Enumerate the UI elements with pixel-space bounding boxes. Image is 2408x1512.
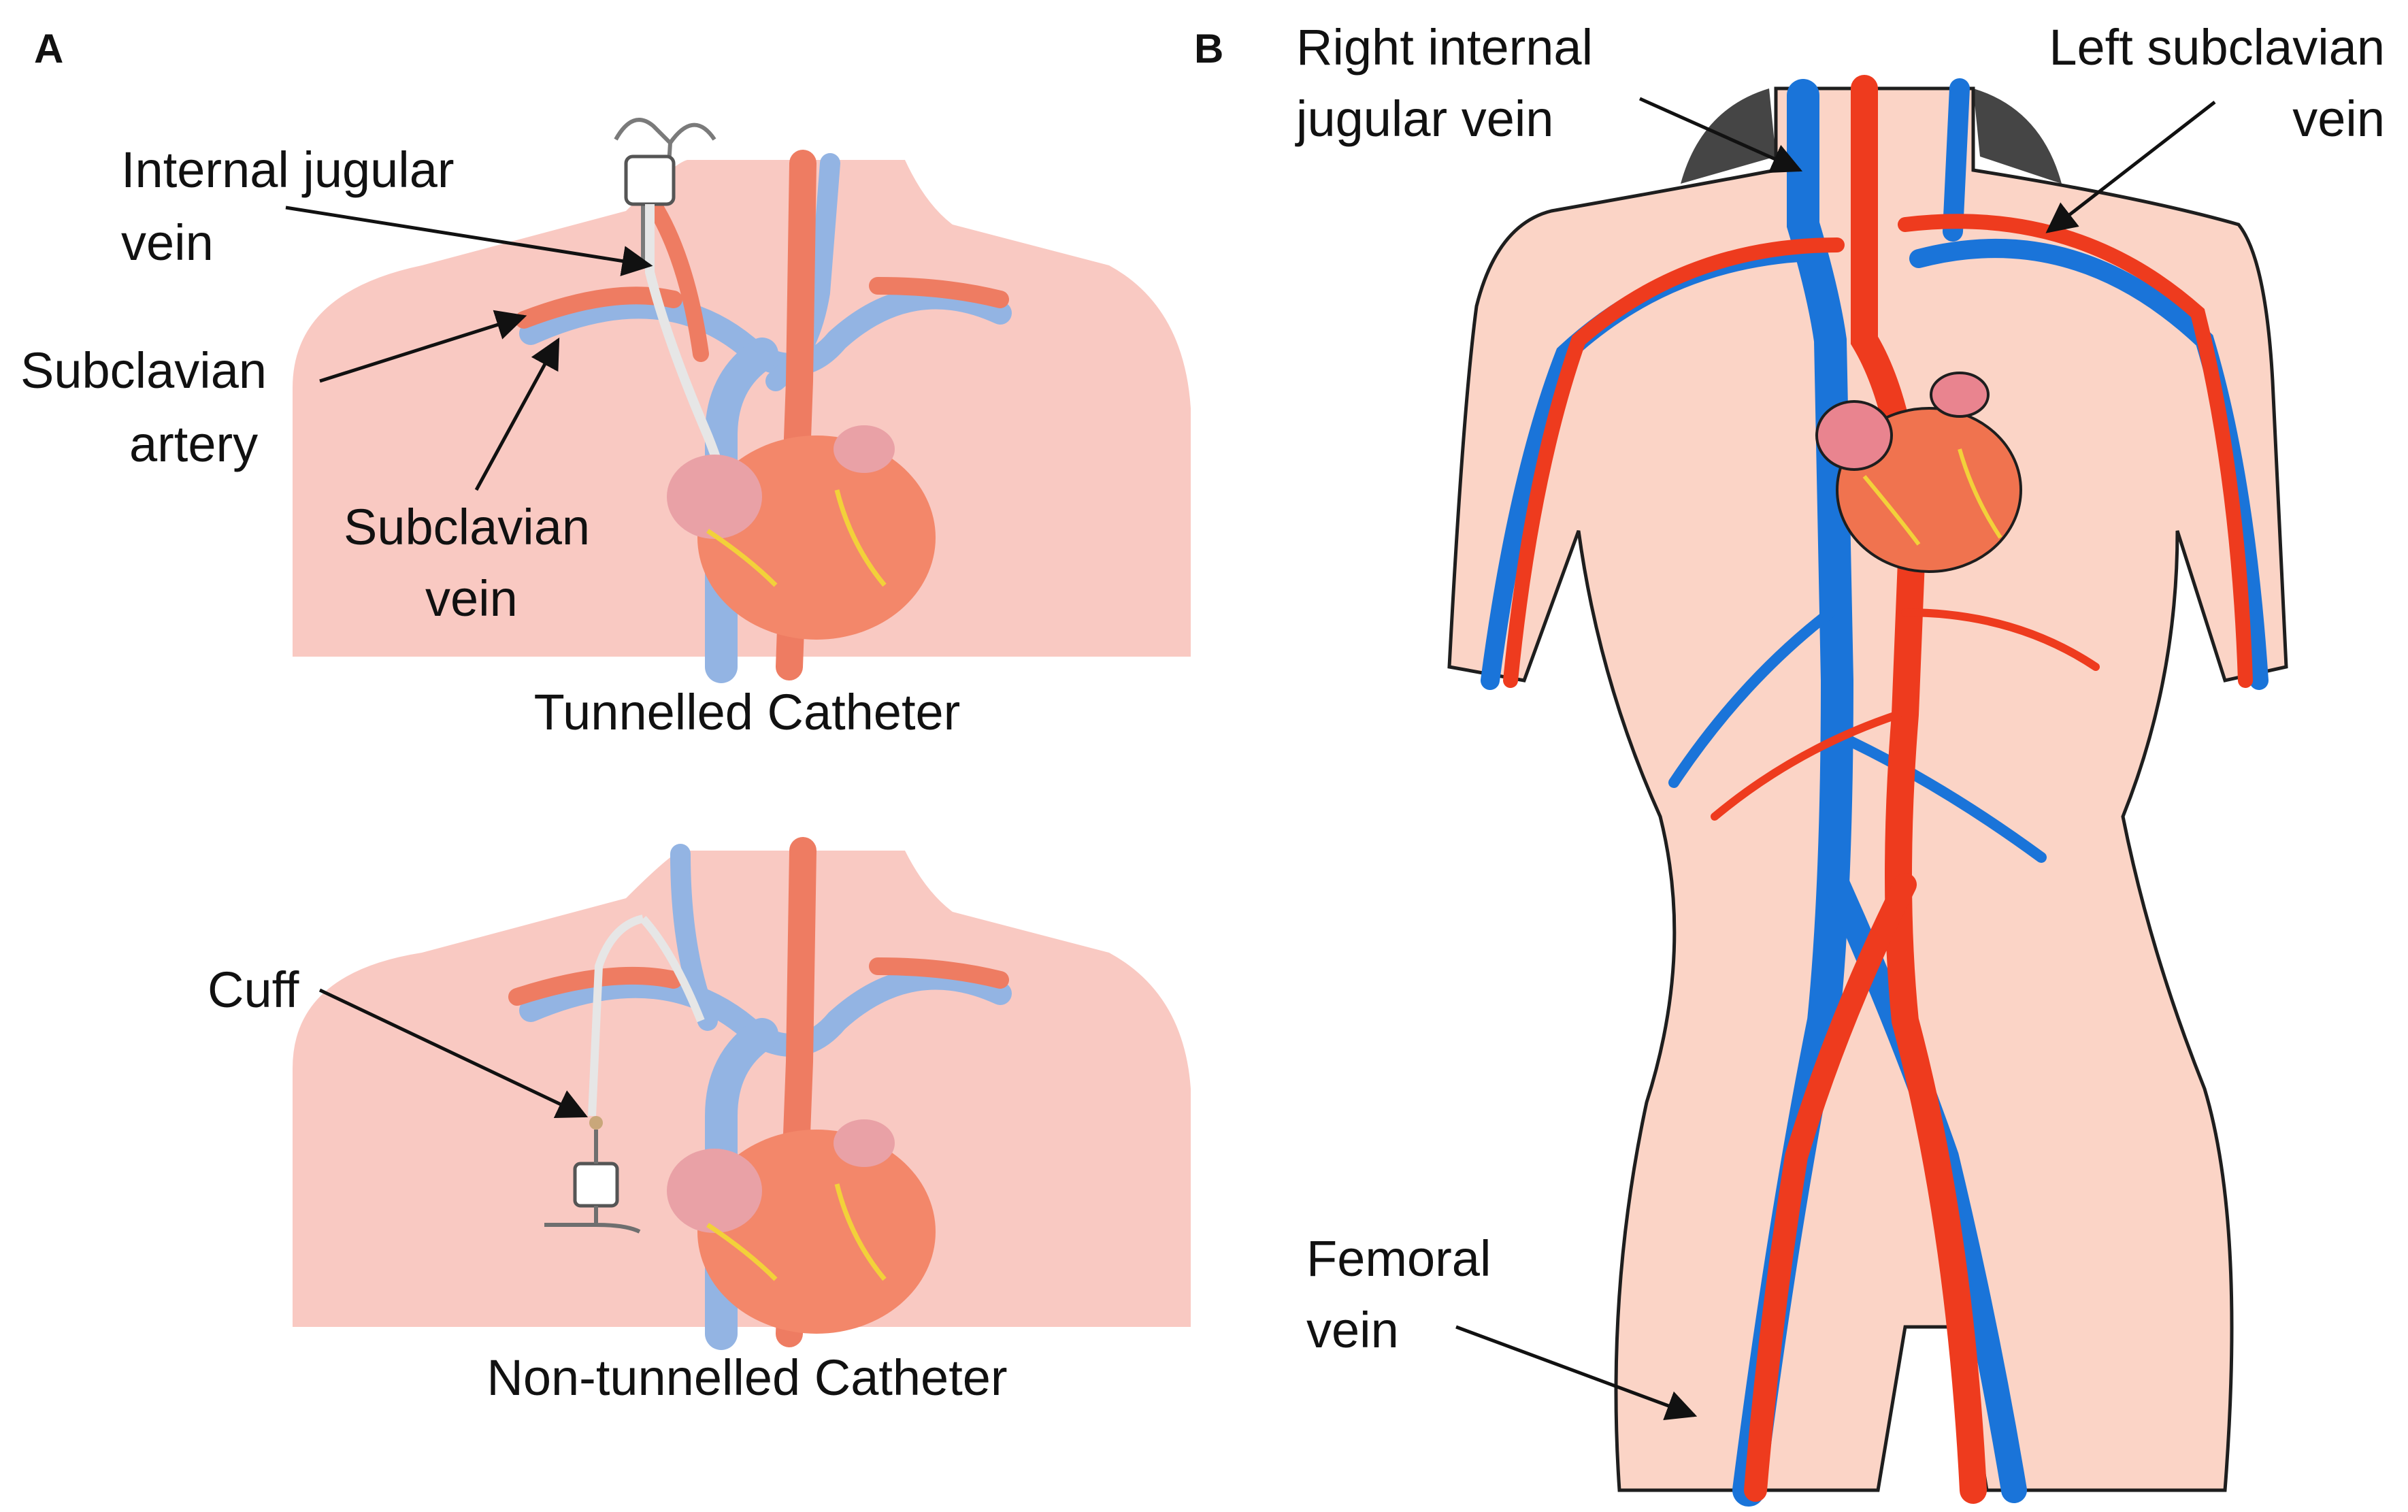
heart-top bbox=[667, 425, 936, 640]
arrow-right-internal-jugular bbox=[1638, 97, 1803, 174]
caption-tunnelled: Tunnelled Catheter bbox=[534, 684, 961, 740]
full-body-illustration bbox=[1447, 75, 2288, 1507]
label-subclavian-vein-line2: vein bbox=[425, 570, 518, 627]
label-internal-jugular-line2: vein bbox=[121, 214, 214, 271]
label-right-internal-jugular-line2: jugular vein bbox=[1295, 91, 1553, 147]
arrow-left-subclavian bbox=[2045, 101, 2216, 233]
tunnelled-catheter-illustration bbox=[293, 118, 1191, 683]
panel-b-text: B Right internal jugular vein Left subcl… bbox=[1194, 19, 2385, 1358]
label-cuff: Cuff bbox=[208, 962, 299, 1018]
arrow-cuff bbox=[318, 988, 589, 1118]
panel-a-text: A Internal jugular vein Subclavian arter… bbox=[20, 26, 1008, 1406]
panel-label-b: B bbox=[1194, 26, 1223, 71]
catheter-bottom bbox=[544, 915, 705, 1234]
label-left-subclavian-line1: Left subclavian bbox=[2049, 19, 2385, 76]
label-subclavian-vein-line1: Subclavian bbox=[344, 499, 590, 555]
caption-non-tunnelled: Non-tunnelled Catheter bbox=[486, 1349, 1007, 1406]
panel-label-a: A bbox=[34, 26, 63, 71]
body-heart bbox=[1815, 372, 2022, 573]
label-right-internal-jugular-line1: Right internal bbox=[1296, 19, 1593, 76]
label-femoral-line1: Femoral bbox=[1306, 1230, 1491, 1287]
arrow-subclavian-artery bbox=[319, 310, 527, 383]
label-internal-jugular-line1: Internal jugular bbox=[121, 142, 455, 198]
annotation-arrows bbox=[285, 97, 2216, 1420]
label-subclavian-artery-line2: artery bbox=[129, 416, 258, 472]
heart-bottom bbox=[667, 1119, 936, 1334]
label-left-subclavian-line2: vein bbox=[2292, 91, 2385, 147]
arrow-femoral bbox=[1455, 1325, 1698, 1420]
arrow-internal-jugular bbox=[285, 206, 653, 276]
arrow-subclavian-vein bbox=[474, 338, 560, 491]
non-tunnelled-catheter-illustration bbox=[293, 837, 1191, 1350]
label-femoral-line2: vein bbox=[1306, 1302, 1399, 1358]
label-subclavian-artery-line1: Subclavian bbox=[20, 342, 267, 399]
hair bbox=[1681, 88, 2062, 184]
